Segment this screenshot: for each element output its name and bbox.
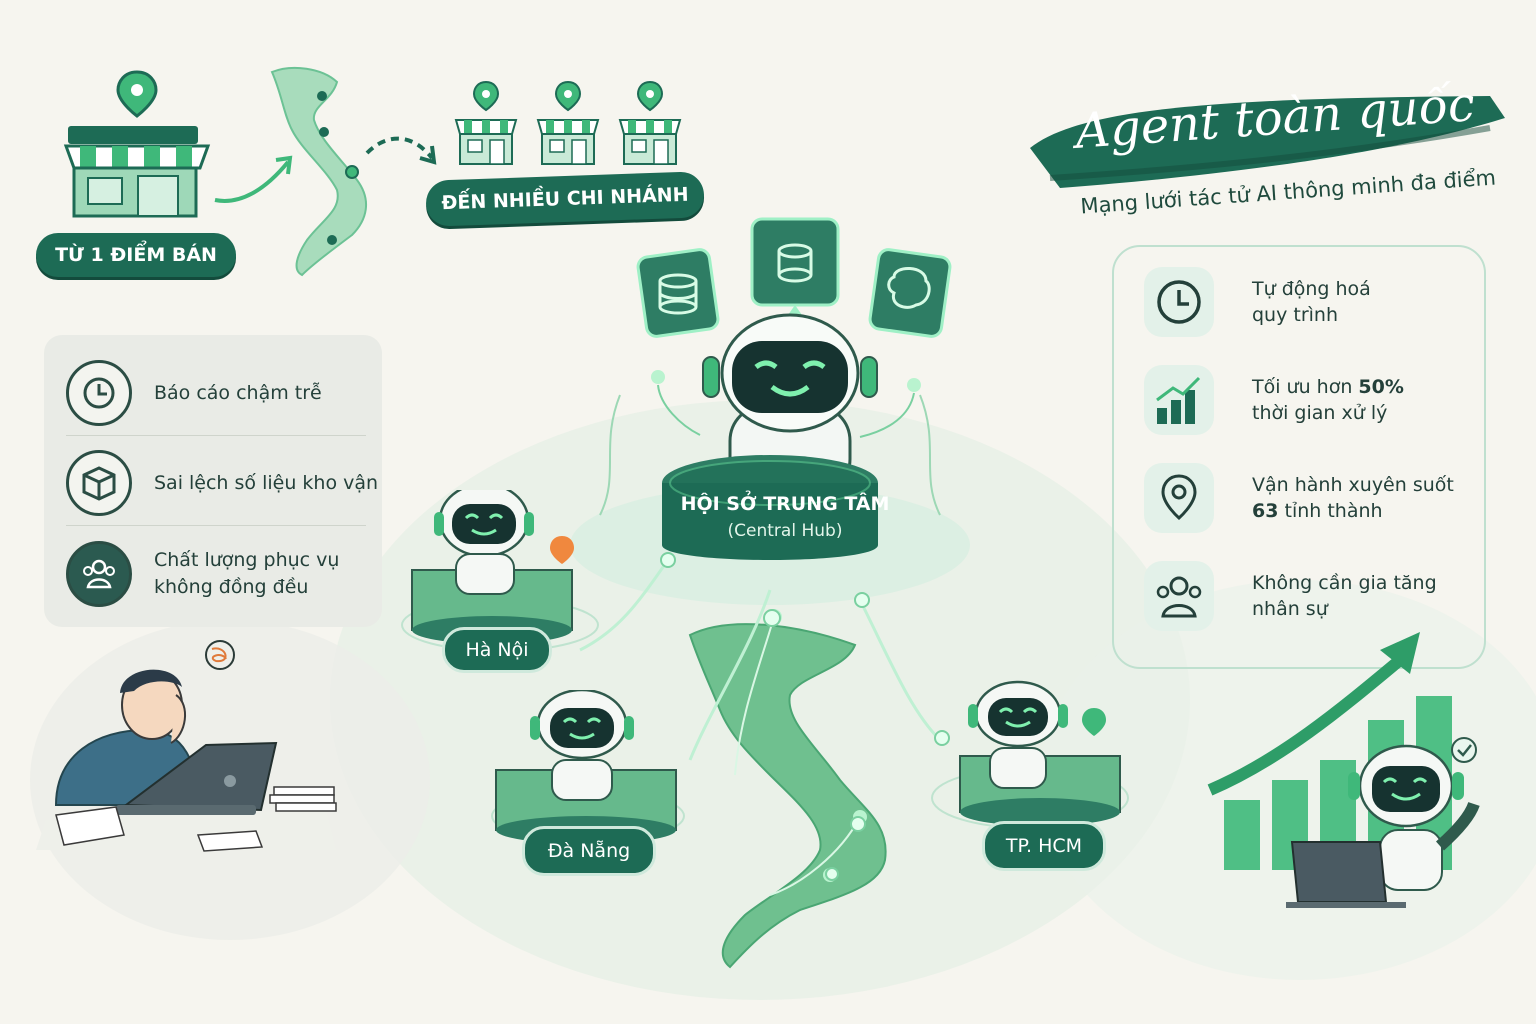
title-banner: Agent toàn quốc [1020,76,1510,198]
location-pin-icon [1144,463,1214,533]
vietnam-map-small [270,66,368,277]
benefit-text: Vận hành xuyên suốt 63 tỉnh thành [1252,472,1454,524]
box-icon [66,450,132,516]
benefit-item: Tối ưu hơn 50% thời gian xử lý [1144,365,1404,435]
central-hub-illustration [570,217,970,605]
clock-icon [66,360,132,426]
benefit-highlight: 63 [1252,500,1279,522]
benefit-line2: nhân sự [1252,598,1328,620]
benefit-highlight: 50% [1358,376,1404,398]
problem-item: Báo cáo chậm trễ [66,360,322,426]
benefit-line1: Tự động hoá [1252,278,1371,300]
problem-text: Chất lượng phục vụ không đồng đều [154,547,339,601]
problem-text: Sai lệch số liệu kho vận [154,471,379,494]
benefit-item: Vận hành xuyên suốt 63 tỉnh thành [1144,463,1454,533]
problem-text: Báo cáo chậm trễ [154,381,322,404]
problem-item: Sai lệch số liệu kho vận [66,450,378,516]
arrow-to-map-icon [214,155,293,203]
branch-label-hcm: TP. HCM [982,821,1106,871]
branch-robot-hcm [931,680,1129,829]
divider [66,525,366,526]
benefit-item: Tự động hoá quy trình [1144,267,1371,337]
problems-panel: Báo cáo chậm trễ Sai lệch số liệu kho vậ… [44,335,382,627]
from-one-store-label: TỪ 1 ĐIỂM BÁN [36,233,236,277]
single-store [62,68,212,218]
benefit-line2: thời gian xử lý [1252,402,1388,424]
people-icon [66,541,132,607]
benefit-line2-suffix: tỉnh thành [1278,500,1383,522]
clock-icon [1144,267,1214,337]
benefit-text: Không cần gia tăng nhân sự [1252,570,1437,622]
growth-illustration [1207,632,1480,908]
problem-text-line1: Chất lượng phục vụ [154,549,340,571]
benefit-line2: quy trình [1252,304,1339,326]
stressed-worker-illustration [36,640,337,852]
growth-chart-icon [1144,365,1214,435]
hub-title: HỘI SỞ TRUNG TÂM [680,493,890,515]
benefit-text: Tự động hoá quy trình [1252,276,1371,328]
branch-label-hanoi: Hà Nội [442,627,552,673]
benefits-panel: Tự động hoá quy trình Tối ưu hơn 50% thờ… [1112,245,1486,669]
benefit-line2: 63 tỉnh thành [1252,498,1454,524]
benefit-text: Tối ưu hơn 50% thời gian xử lý [1252,374,1404,426]
benefit-line1: Tối ưu hơn 50% [1252,374,1404,400]
people-icon [1144,561,1214,631]
benefit-line1: Không cần gia tăng [1252,572,1437,594]
arrow-to-branches-icon [365,136,437,165]
branch-stores-group [454,80,681,165]
branch-label-danang: Đà Nẵng [522,826,656,876]
problem-text-line2: không đồng đều [154,576,309,598]
problem-item: Chất lượng phục vụ không đồng đều [66,541,339,607]
benefit-line1: Vận hành xuyên suốt [1252,474,1454,496]
hub-subtitle: (Central Hub) [727,521,843,541]
benefit-line1-prefix: Tối ưu hơn [1252,376,1359,398]
central-hub-label: HỘI SỞ TRUNG TÂM (Central Hub) [662,493,908,541]
divider [66,435,366,436]
benefit-item: Không cần gia tăng nhân sự [1144,561,1437,631]
